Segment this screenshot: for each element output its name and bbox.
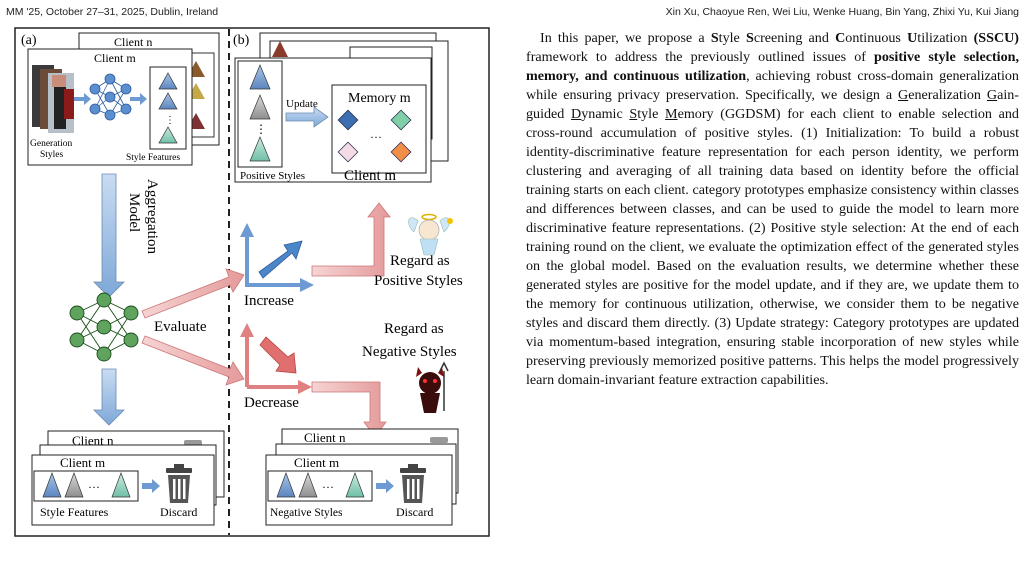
down-arrow: [93, 368, 125, 426]
generation-style-images: [32, 65, 74, 133]
decrease-label: Decrease: [244, 395, 299, 411]
model-aggregation-label-1: Model: [126, 193, 142, 232]
update-label: Update: [286, 98, 318, 110]
evaluate-down-arrow: [141, 335, 245, 386]
generation-label-2: Styles: [40, 150, 64, 160]
client-n-label: Client n: [114, 35, 152, 49]
generation-label-1: Generation: [30, 139, 72, 149]
svg-text:···: ···: [370, 130, 382, 144]
client-m-label-a: Client m: [94, 51, 136, 65]
model-aggregation-arrow: [93, 173, 125, 298]
running-header-right: Xin Xu, Chaoyue Ren, Wei Liu, Wenke Huan…: [665, 6, 1019, 18]
client-m-label-b-bottom: Client m: [294, 455, 339, 470]
discard-label-left: Discard: [160, 505, 197, 519]
regard-label-positive-1: Regard as: [390, 253, 450, 269]
negative-styles-label: Negative Styles: [270, 507, 343, 519]
evaluate-up-arrow: [141, 268, 245, 319]
devil-icon: [416, 361, 449, 413]
negative-styles-caption: Negative Styles: [362, 344, 457, 360]
svg-text:···: ···: [88, 480, 100, 494]
increase-label: Increase: [244, 293, 294, 309]
svg-text:···: ···: [322, 480, 334, 494]
discard-label-right: Discard: [396, 505, 433, 519]
svg-text:⋮: ⋮: [255, 122, 267, 136]
panel-a-label: (a): [21, 33, 37, 48]
framework-figure: (a) (b) Client n Client m Generation Sty…: [14, 27, 490, 537]
client-n-label-b-bottom: Client n: [304, 430, 346, 445]
running-header-left: MM '25, October 27–31, 2025, Dublin, Ire…: [6, 6, 219, 18]
client-n-label-bottom: Client n: [72, 433, 114, 448]
positive-styles-label: Positive Styles: [240, 170, 305, 182]
trash-icon-right: [400, 464, 426, 503]
angel-icon: [408, 213, 453, 256]
memory-label: Memory m: [348, 91, 411, 106]
panel-b-label: (b): [233, 33, 250, 48]
positive-styles-caption: Positive Styles: [374, 273, 463, 289]
update-arrow: [285, 106, 329, 128]
global-model-icon: [69, 292, 139, 362]
evaluate-label: Evaluate: [154, 319, 207, 335]
client-model-icon: [89, 73, 132, 121]
increase-arrow: [258, 240, 303, 279]
decrease-arrow: [259, 336, 297, 374]
client-m-label-bottom: Client m: [60, 455, 105, 470]
increase-to-memory-arrow: [311, 202, 391, 277]
model-aggregation-label-2: Aggregation: [144, 179, 160, 254]
svg-text:⋮: ⋮: [165, 115, 175, 126]
body-paragraph: In this paper, we propose a Style Screen…: [526, 30, 1019, 388]
style-features-label-a: Style Features: [126, 153, 180, 163]
trash-icon-left: [166, 464, 192, 503]
regard-label-negative-1: Regard as: [384, 321, 444, 337]
client-m-label-b: Client m: [344, 168, 396, 184]
style-features-label-bottom: Style Features: [40, 505, 109, 519]
